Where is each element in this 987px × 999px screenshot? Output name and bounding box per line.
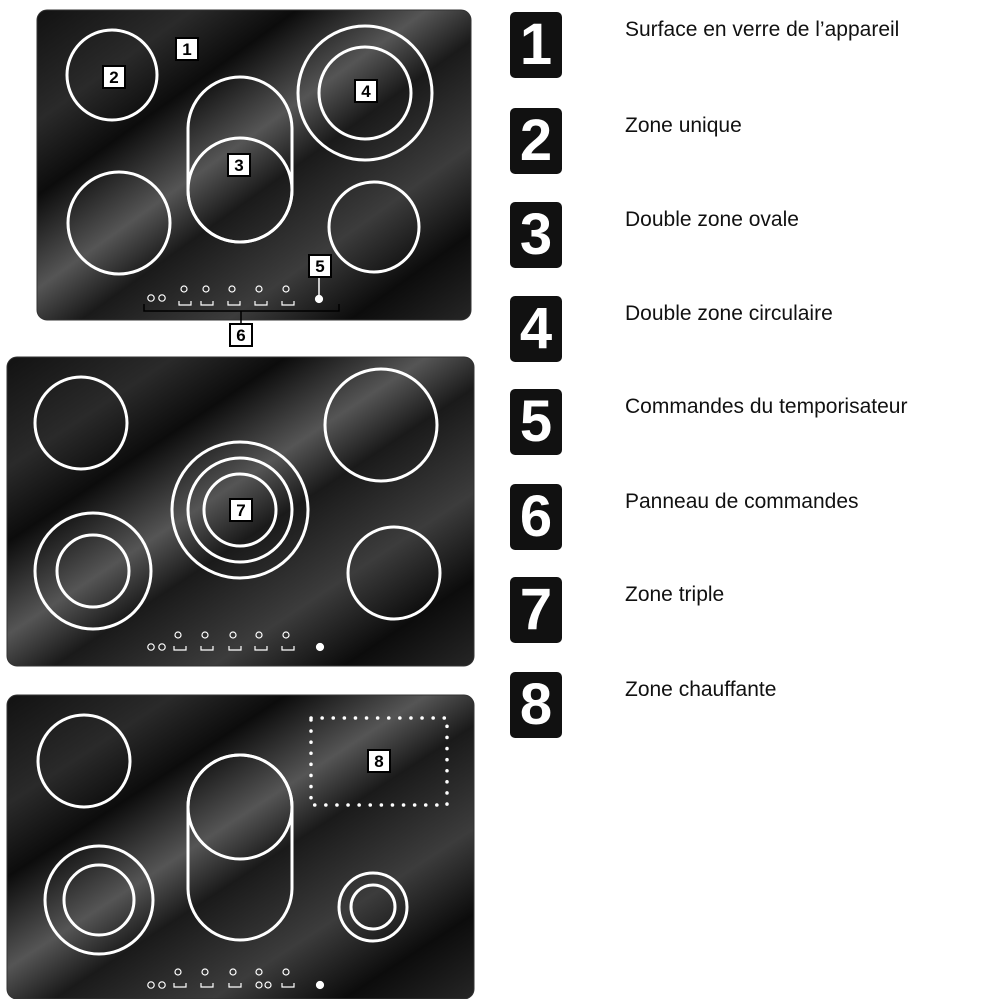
control-panel-icons-top [147, 285, 324, 306]
dual-zone-bot-outer [43, 844, 155, 956]
legend-number: 4 [510, 296, 562, 362]
legend-item-2: 2 Zone unique [510, 108, 980, 174]
cooktop-diagram: 1 2 3 4 5 6 7 8 [6, 9, 475, 999]
legend-label: Zone unique [625, 114, 742, 137]
callout-3: 3 [227, 153, 251, 177]
single-zone-top-left [65, 28, 159, 122]
legend-item-4: 4 Double zone circulaire [510, 296, 980, 362]
svg-text:7: 7 [236, 501, 245, 520]
oval-zone-bottom-inner [186, 753, 294, 861]
triple-zone-middle [186, 456, 294, 564]
legend-number: 8 [510, 672, 562, 738]
control-panel-icons-bottom [147, 968, 325, 990]
callout-7: 7 [229, 498, 253, 522]
dual-zone-mid-inner [55, 533, 131, 609]
circular-dual-zone-outer [296, 24, 434, 162]
single-zone-bottom-right [327, 180, 421, 274]
cooktop-top [36, 9, 472, 324]
svg-text:1: 1 [182, 40, 191, 59]
legend-label: Panneau de commandes [625, 490, 859, 513]
callout-4: 4 [354, 79, 378, 103]
single-zone-mid-bottom-right [346, 525, 442, 621]
legend-number: 1 [510, 12, 562, 78]
svg-text:3: 3 [234, 156, 243, 175]
legend-number: 6 [510, 484, 562, 550]
legend-label: Double zone circulaire [625, 302, 833, 325]
circular-dual-zone-inner [317, 45, 413, 141]
single-zone-mid-top-left [33, 375, 129, 471]
svg-text:2: 2 [109, 68, 118, 87]
callout-5: 5 [308, 254, 332, 278]
legend-label: Zone chauffante [625, 678, 777, 701]
callout-6: 6 [229, 323, 253, 347]
dual-zone-bot-inner [62, 863, 136, 937]
legend-number: 3 [510, 202, 562, 268]
legend-label: Commandes du temporisateur [625, 395, 908, 418]
legend-number: 5 [510, 389, 562, 455]
dual-zone-bot-right-inner [349, 883, 397, 931]
svg-text:5: 5 [315, 257, 324, 276]
oval-dual-zone-inner [186, 136, 294, 244]
legend-item-3: 3 Double zone ovale [510, 202, 980, 268]
triple-zone-inner [202, 472, 278, 548]
legend-label: Surface en verre de l’appareil [625, 18, 900, 41]
legend-item-8: 8 Zone chauffante [510, 672, 980, 738]
callout-1: 1 [175, 37, 199, 61]
dual-zone-bot-right-outer [337, 871, 409, 943]
legend-number: 2 [510, 108, 562, 174]
legend-label: Zone triple [625, 583, 725, 606]
single-zone-mid-top-right [323, 367, 439, 483]
legend-label: Double zone ovale [625, 208, 799, 231]
legend-number: 7 [510, 577, 562, 643]
cooktop-bottom [6, 694, 475, 999]
svg-text:6: 6 [236, 326, 245, 345]
single-zone-bottom-left [66, 170, 172, 276]
callout-2: 2 [102, 65, 126, 89]
legend-item-5: 5 Commandes du temporisateur [510, 389, 980, 455]
legend-item-7: 7 Zone triple [510, 577, 980, 643]
legend-item-6: 6 Panneau de commandes [510, 484, 980, 550]
triple-zone-outer [170, 440, 310, 580]
control-panel-icons-middle [147, 631, 325, 652]
dual-zone-mid-outer [33, 511, 153, 631]
svg-text:8: 8 [374, 752, 383, 771]
legend-item-1: 1 Surface en verre de l’appareil [510, 12, 980, 78]
svg-text:4: 4 [361, 82, 371, 101]
warming-zone [309, 716, 449, 807]
callout-8: 8 [367, 749, 391, 773]
single-zone-bot-top-left [36, 713, 132, 809]
